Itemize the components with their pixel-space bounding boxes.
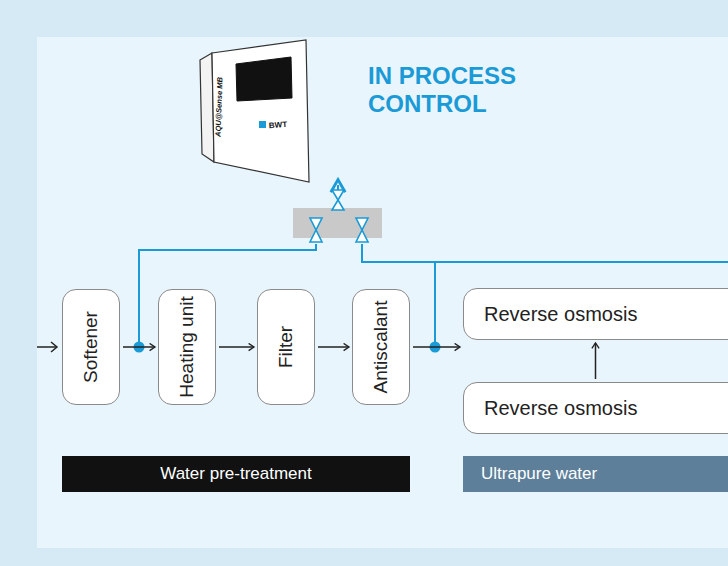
process-box: Antiscalant [352,289,410,405]
process-box: Reverse osmosis [463,288,728,340]
inlet-head [51,342,57,352]
node-text: Reverse osmosis [484,303,637,326]
diagram-title: IN PROCESS CONTROL [368,62,533,118]
flow-arrow [123,346,155,348]
device-label: BWT [269,120,288,130]
analyser-device [200,40,309,182]
flow-arrow [219,346,254,348]
node-text: Heating unit [176,296,198,397]
node-text: Antiscalant [370,301,392,394]
stage-band: Ultrapure water [463,456,728,492]
stage-band: Water pre-treatment [62,456,410,492]
process-box: Heating unit [158,289,216,405]
node-text: Water pre-treatment [160,464,311,484]
node-text: Softener [80,311,102,383]
process-box: Reverse osmosis [463,382,728,434]
node-text: Reverse osmosis [484,397,637,420]
process-box: Softener [62,289,120,405]
manifold [293,208,382,238]
valve-symbols [310,190,368,242]
flow-arrow [413,346,460,348]
process-box: Filter [257,289,315,405]
flow-arrow [595,343,597,379]
node-text: Filter [275,326,297,368]
flow-arrow [318,346,349,348]
inlet-line [37,346,56,348]
node-text: Ultrapure water [481,464,597,484]
